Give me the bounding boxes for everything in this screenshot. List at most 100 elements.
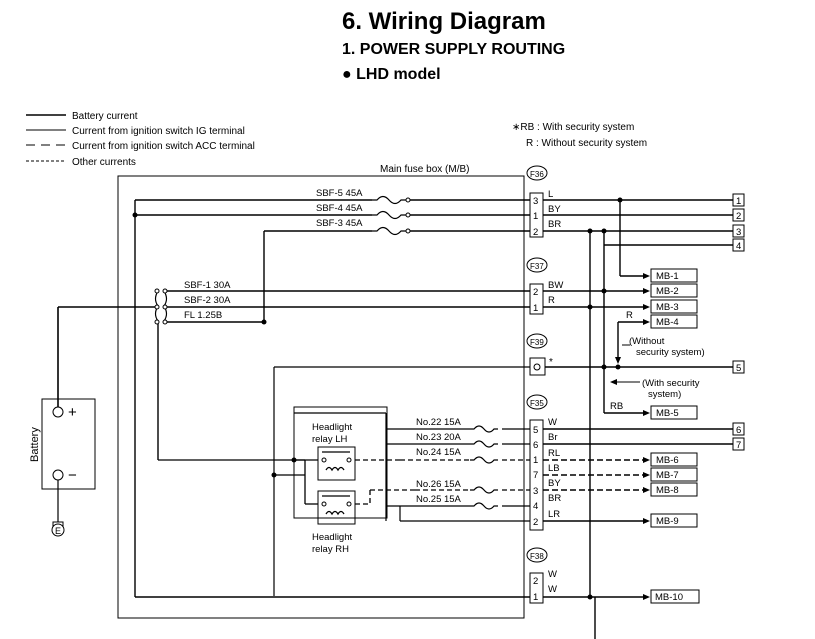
mb-boxes — [650, 268, 700, 604]
f35-fuse-wires — [294, 412, 530, 522]
sbf-cluster — [58, 290, 530, 461]
fuse-sbf3-label: SBF-3 45A — [316, 218, 363, 229]
wire-color: W — [548, 569, 557, 580]
terminal-7: 7 — [736, 440, 741, 451]
page-title: 6. Wiring Diagram — [342, 8, 546, 35]
f35-pin: 5 — [533, 425, 538, 436]
ground-label: E — [55, 526, 61, 536]
fuse-26-label: No.26 15A — [416, 479, 462, 490]
fuse-23-label: No.23 20A — [416, 432, 462, 443]
terminal-4: 4 — [736, 241, 741, 252]
connector-f36: F36 3 1 2 — [526, 165, 548, 238]
branch-r: R — [626, 310, 633, 321]
section-subtitle: 1. POWER SUPPLY ROUTING — [342, 41, 566, 58]
mb-5: MB-5 — [656, 408, 679, 419]
f37-pin: 2 — [533, 287, 538, 298]
note-without-1: (Without — [629, 336, 665, 347]
connector-f35-label: F35 — [530, 399, 544, 408]
f36-pin: 3 — [533, 196, 538, 207]
wire-color: LB — [548, 463, 560, 474]
connector-f36-label: F36 — [530, 170, 544, 179]
note-with-2: system) — [648, 389, 681, 400]
f35-pin: 7 — [533, 470, 538, 481]
mb-10: MB-10 — [655, 592, 683, 603]
mb-8: MB-8 — [656, 485, 679, 496]
wire-color: BR — [548, 219, 561, 230]
f36-pin: 1 — [533, 211, 538, 222]
wire-color: BW — [548, 280, 563, 291]
f35-pin: 3 — [533, 486, 538, 497]
fuse-sbf2-label: SBF-2 30A — [184, 295, 231, 306]
connector-f37: F37 2 1 — [526, 257, 548, 315]
wire-color: RL — [548, 448, 560, 459]
battery-minus: − — [68, 467, 77, 484]
battery-plus: + — [68, 404, 77, 421]
legend-other: Other currents — [72, 157, 136, 168]
fuse-24-label: No.24 15A — [416, 447, 462, 458]
battery-label: Battery — [29, 427, 41, 462]
battery: + − Battery — [29, 307, 96, 522]
relay-rh-label-2: relay RH — [312, 544, 349, 555]
mb-4: MB-4 — [656, 317, 679, 328]
f35-pin: 1 — [533, 455, 538, 466]
fuse-25-label: No.25 15A — [416, 494, 462, 505]
fuse-sbf5-label: SBF-5 45A — [316, 188, 363, 199]
fuse-sbf1-label: SBF-1 30A — [184, 280, 231, 291]
terminal-2: 2 — [736, 211, 741, 222]
relay-lh-label-1: Headlight — [312, 422, 352, 433]
mb-7: MB-7 — [656, 470, 679, 481]
connector-f39: F39 * — [526, 333, 553, 376]
wire-color: LR — [548, 509, 560, 520]
fuse-box-title: Main fuse box (M/B) — [380, 164, 469, 175]
note-rb: ∗RB : With security system — [512, 122, 634, 133]
wire-color: BR — [548, 493, 561, 504]
mb-6: MB-6 — [656, 455, 679, 466]
f39-mark: * — [549, 357, 553, 368]
wire-color: R — [548, 295, 555, 306]
mb-3: MB-3 — [656, 302, 679, 313]
connector-f37-label: F37 — [530, 262, 544, 271]
wire-color: W — [548, 584, 557, 595]
legend-battery: Battery current — [72, 111, 138, 122]
connector-f35: F35 5 6 1 7 3 4 2 — [526, 394, 548, 531]
relay-lh-label-2: relay LH — [312, 434, 348, 445]
note-r: R : Without security system — [526, 138, 647, 149]
main-battery-wires — [134, 195, 530, 598]
f38-pin: 1 — [533, 592, 538, 603]
note-without-2: security system) — [636, 347, 705, 358]
mb-9: MB-9 — [656, 516, 679, 527]
fuse-fl-label: FL 1.25B — [184, 310, 222, 321]
wire-color: BY — [548, 478, 561, 489]
fuse-sbf4-label: SBF-4 45A — [316, 203, 363, 214]
model-label: ● LHD model — [342, 66, 441, 83]
connector-f38: F38 2 1 — [526, 547, 548, 604]
note-with-1: (With security — [642, 378, 700, 389]
f35-pin: 4 — [533, 501, 538, 512]
mb-2: MB-2 — [656, 286, 679, 297]
terminals — [732, 193, 745, 451]
f36-pin: 2 — [533, 227, 538, 238]
mb-1: MB-1 — [656, 271, 679, 282]
terminal-1: 1 — [736, 196, 741, 207]
wire-color: L — [548, 189, 553, 200]
wire-color: W — [548, 417, 557, 428]
f38-pin: 2 — [533, 576, 538, 587]
output-wires — [543, 199, 733, 639]
legend-acc: Current from ignition switch ACC termina… — [72, 141, 255, 152]
wire-color: BY — [548, 204, 561, 215]
fuse-22-label: No.22 15A — [416, 417, 462, 428]
terminal-3: 3 — [736, 227, 741, 238]
connector-f38-label: F38 — [530, 552, 544, 561]
connector-f39-label: F39 — [530, 338, 544, 347]
legend: Battery current Current from ignition sw… — [26, 111, 255, 168]
main-fuse-box: Main fuse box (M/B) — [117, 164, 525, 619]
ground-icon: E — [51, 521, 65, 537]
relay-rh-label-1: Headlight — [312, 532, 352, 543]
f37-pin: 1 — [533, 303, 538, 314]
relay-lh-group: Headlight relay LH Headlight relay RH — [273, 366, 530, 596]
legend-ig: Current from ignition switch IG terminal — [72, 126, 245, 137]
terminal-5: 5 — [736, 363, 741, 374]
branch-rb: RB — [610, 401, 623, 412]
f35-pin: 2 — [533, 517, 538, 528]
